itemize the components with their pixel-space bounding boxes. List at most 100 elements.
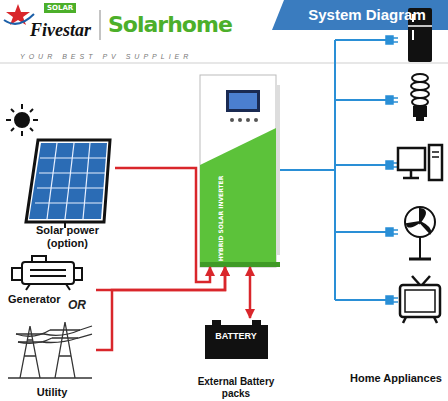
brand-badge: SOLAR bbox=[44, 3, 76, 13]
inverter-illustration bbox=[200, 75, 280, 267]
power-connector bbox=[249, 267, 252, 318]
bulb-icon bbox=[414, 107, 426, 116]
plug-symbols bbox=[386, 36, 398, 304]
solar-panel-icon bbox=[83, 143, 90, 219]
title-banner bbox=[272, 0, 448, 30]
node-text: Solar power (option) bbox=[20, 224, 115, 250]
computer-icon bbox=[429, 145, 442, 180]
solar-panel-icon bbox=[35, 143, 106, 219]
logo-star bbox=[6, 4, 30, 25]
generator-icon bbox=[30, 269, 66, 271]
solar-panel-icon bbox=[29, 143, 107, 219]
solar-panel-icon bbox=[47, 143, 57, 219]
output-wiring bbox=[280, 169, 335, 171]
utility-pylon-icon bbox=[50, 322, 80, 378]
tv-icon bbox=[405, 290, 435, 312]
tv-icon bbox=[400, 285, 440, 317]
tv-icon bbox=[422, 276, 430, 285]
fan-icon bbox=[405, 207, 435, 259]
inverter-illustration bbox=[226, 90, 260, 112]
node-text: External Battery packs bbox=[196, 376, 276, 400]
sun-icon bbox=[6, 104, 38, 136]
computer-icon bbox=[403, 177, 419, 180]
output-wiring bbox=[335, 299, 388, 301]
battery-illustration bbox=[205, 325, 268, 359]
plug-symbols bbox=[386, 228, 393, 236]
sun-icon bbox=[21, 104, 23, 109]
utility-pylon-icon bbox=[8, 377, 92, 378]
output-wiring bbox=[335, 231, 388, 233]
inverter-illustration bbox=[238, 118, 242, 122]
utility-node: Utility bbox=[8, 318, 96, 398]
generator-icon bbox=[74, 268, 82, 280]
sun-icon bbox=[6, 119, 11, 121]
output-wiring bbox=[335, 39, 388, 41]
tv-icon bbox=[400, 276, 440, 323]
fridge-icon bbox=[408, 25, 432, 27]
plug-symbols bbox=[393, 229, 398, 231]
logo-star bbox=[4, 14, 34, 24]
inverter-illustration bbox=[200, 75, 276, 267]
fan-icon bbox=[419, 237, 421, 258]
plug-symbols bbox=[393, 37, 398, 39]
solar-panel-icon bbox=[39, 172, 105, 173]
computer-icon bbox=[410, 170, 413, 177]
output-wiring bbox=[335, 164, 388, 166]
bulb-icon bbox=[417, 116, 423, 120]
diagram-title: System Diagram bbox=[292, 6, 442, 23]
fan-icon bbox=[407, 209, 430, 233]
plug-symbols bbox=[393, 41, 398, 43]
inverter-node: HYBRID SOLAR INVERTER bbox=[200, 75, 276, 267]
generator-icon bbox=[12, 256, 82, 290]
utility-pylon-icon bbox=[16, 326, 92, 343]
solar-panel-icon bbox=[37, 187, 104, 188]
group-label: Home Appliances bbox=[346, 372, 446, 384]
header-rule bbox=[0, 63, 448, 64]
plug-symbols bbox=[386, 161, 393, 169]
generator-icon bbox=[66, 284, 70, 290]
generator-node: Generator bbox=[8, 252, 96, 305]
inverter-illustration bbox=[276, 85, 280, 255]
inverter-illustration bbox=[254, 118, 258, 122]
brand-name: Solarhome bbox=[108, 12, 232, 37]
sun-icon bbox=[11, 128, 14, 131]
power-connector bbox=[96, 267, 225, 290]
output-wiring bbox=[335, 99, 388, 101]
bulb-icon bbox=[411, 82, 429, 90]
node-text: Utility bbox=[8, 386, 96, 398]
tv-icon bbox=[412, 276, 420, 285]
or-label: OR bbox=[68, 298, 86, 312]
sun-icon bbox=[30, 128, 33, 131]
inverter-illustration bbox=[200, 262, 280, 267]
tagline: YOUR BEST PV SUPPLIER bbox=[20, 53, 192, 60]
plug-symbols bbox=[393, 101, 398, 103]
output-wiring bbox=[334, 40, 336, 300]
computer-icon bbox=[398, 145, 442, 180]
plug-symbols bbox=[393, 97, 398, 99]
solar-panel-icon bbox=[40, 157, 106, 158]
logo-star bbox=[4, 4, 34, 25]
computer-icon bbox=[432, 151, 439, 153]
tv-icon bbox=[403, 317, 406, 323]
computer-icon bbox=[432, 156, 439, 158]
brand-name: Fivestar bbox=[30, 20, 91, 41]
bulb-icon bbox=[412, 98, 428, 106]
node-text: HYBRID SOLAR INVERTER bbox=[217, 174, 224, 264]
sun-icon bbox=[33, 119, 38, 121]
node-text: BATTERY bbox=[196, 331, 276, 341]
solar-panel-icon bbox=[26, 140, 110, 228]
generator-icon bbox=[26, 284, 30, 290]
generator-icon bbox=[30, 275, 66, 277]
header-divider bbox=[100, 10, 101, 40]
utility-pylon-icon bbox=[16, 326, 44, 378]
inverter-illustration bbox=[246, 118, 250, 122]
fridge-icon bbox=[412, 30, 414, 40]
computer-icon bbox=[398, 148, 425, 170]
inverter-illustration bbox=[200, 128, 276, 267]
plug-symbols bbox=[386, 296, 393, 304]
generator-icon bbox=[22, 262, 74, 284]
plug-symbols bbox=[393, 297, 398, 299]
generator-icon bbox=[12, 268, 22, 280]
plug-symbols bbox=[393, 301, 398, 303]
sun-icon bbox=[11, 109, 14, 112]
